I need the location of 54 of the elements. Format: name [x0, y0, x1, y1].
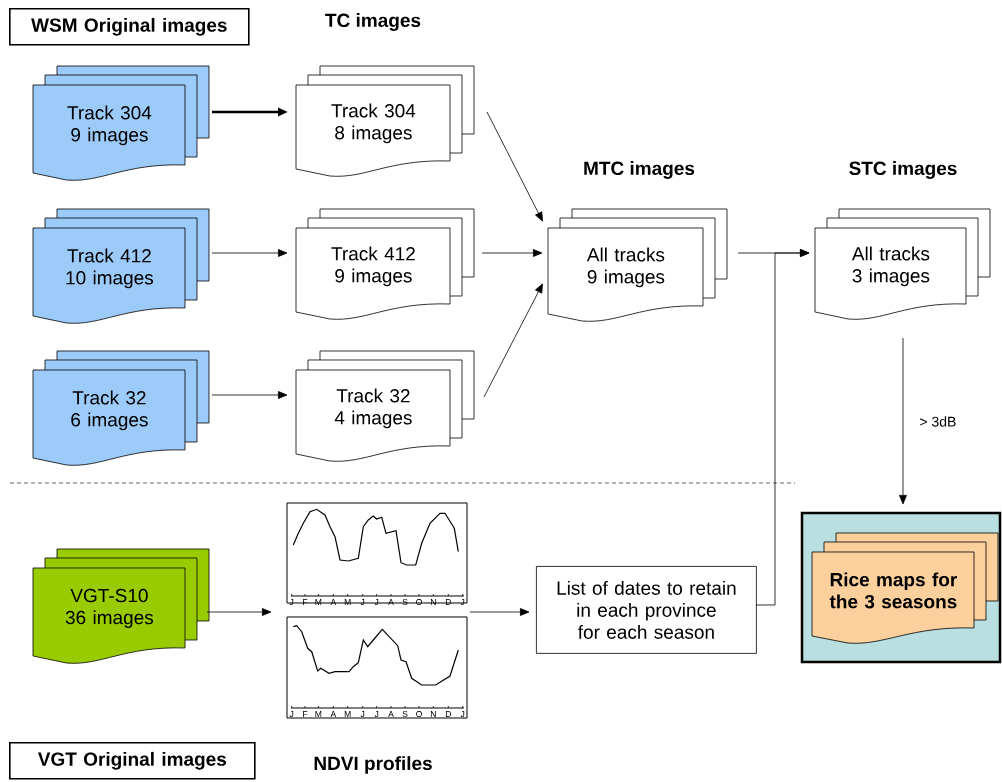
document-stack: Track 32 6 images [32, 350, 210, 466]
document-stack: Track 32 4 images [295, 350, 475, 462]
month-label: A [388, 599, 394, 605]
arrow [469, 608, 530, 616]
arrow [211, 391, 288, 399]
month-label: S [402, 711, 408, 717]
month-label: J [374, 711, 379, 717]
text-box: List of dates to retain in each province for each season [536, 566, 757, 654]
document-stack: All tracks 9 images [547, 208, 728, 322]
arrow [486, 111, 543, 222]
edge-label: > 3dB [918, 415, 958, 428]
month-label: J [289, 599, 294, 605]
month-label: A [388, 711, 394, 717]
ndvi-chart-drawing [286, 502, 468, 719]
month-label: J [460, 599, 465, 605]
document-stack: Rice maps for the 3 seasons [811, 532, 999, 644]
document-stack: Track 412 10 images [32, 208, 210, 324]
document-stack: Track 304 9 images [32, 65, 210, 181]
month-label: M [315, 599, 322, 605]
heading-text: MTC images [584, 161, 695, 179]
month-label: D [445, 711, 451, 717]
month-label: O [416, 711, 422, 717]
month-label: M [344, 711, 351, 717]
month-label: S [402, 599, 408, 605]
month-label: N [430, 599, 436, 605]
column-heading: TC images [325, 13, 421, 31]
arrow [481, 249, 543, 257]
month-label: M [315, 711, 322, 717]
month-label: J [374, 599, 379, 605]
month-label: F [303, 711, 308, 717]
text-box: WSM Original images [9, 8, 250, 46]
month-label: J [289, 711, 294, 717]
month-label: N [430, 711, 436, 717]
month-label: O [416, 599, 422, 605]
month-label: J [360, 599, 365, 605]
arrow [899, 337, 907, 505]
document-stack: Track 304 8 images [295, 65, 475, 177]
arrow [206, 608, 272, 616]
month-label: D [445, 599, 451, 605]
month-label: J [360, 711, 365, 717]
arrow [755, 249, 810, 606]
heading-text: STC images [849, 161, 957, 179]
document-stack: All tracks 3 images [814, 208, 991, 320]
month-label: J [460, 711, 465, 717]
month-label: A [330, 711, 337, 717]
column-heading: NDVI profiles [314, 756, 432, 774]
month-label: F [303, 599, 308, 605]
arrow [483, 283, 543, 398]
month-label: M [344, 599, 351, 605]
document-stack: VGT-S10 36 images [32, 548, 210, 664]
month-label: A [330, 599, 337, 605]
document-stack: Track 412 9 images [295, 208, 475, 320]
text-box: VGT Original images [9, 742, 256, 780]
arrow [211, 249, 288, 257]
